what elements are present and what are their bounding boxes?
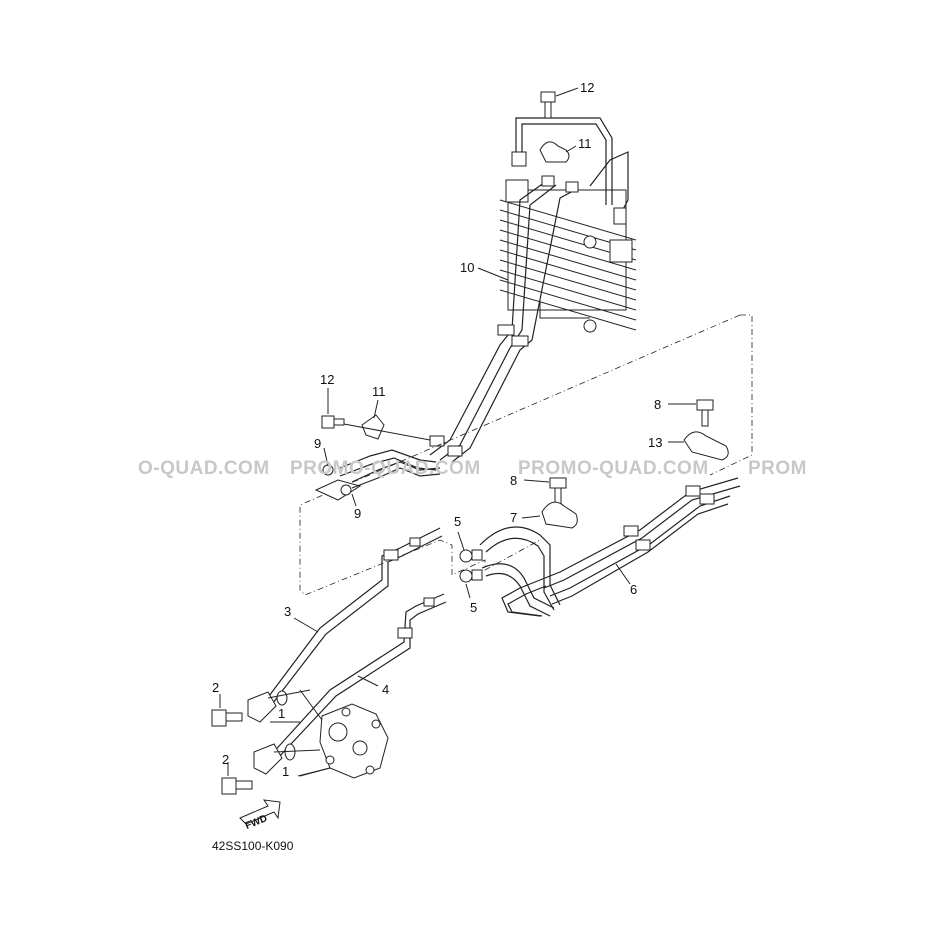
pipe-6 <box>539 477 741 605</box>
callout-6: 6 <box>630 582 637 597</box>
callout-9-top: 9 <box>314 436 321 451</box>
lower-fitting-top <box>247 689 311 723</box>
callout-5-top: 5 <box>454 514 461 529</box>
callout-11-left: 11 <box>372 384 386 399</box>
clamp-13 <box>668 431 729 461</box>
watermark-right: PROMO-QUAD.COM <box>518 458 709 479</box>
callout-5-bottom: 5 <box>470 600 477 615</box>
callout-3: 3 <box>284 604 291 619</box>
callout-12-left: 12 <box>320 372 334 387</box>
mid-hose-bundle <box>457 526 561 617</box>
callout-7: 7 <box>510 510 517 525</box>
callout-2-top: 2 <box>212 680 219 695</box>
callout-11-top: 11 <box>578 136 592 151</box>
bolt-8-middle <box>523 477 567 507</box>
bolt-2-bottom <box>221 762 253 795</box>
watermark-edge: PROM <box>748 458 807 479</box>
engine-port-housing <box>299 689 389 779</box>
pipe-4 <box>269 593 447 761</box>
callout-4: 4 <box>382 682 389 697</box>
callout-2-bottom: 2 <box>222 752 229 767</box>
diagram-code: 42SS100-K090 <box>212 839 294 853</box>
callout-13: 13 <box>648 435 662 450</box>
callout-1-bottom: 1 <box>282 764 289 779</box>
assembly-boundary <box>299 314 741 596</box>
bolt-12-top <box>540 87 579 119</box>
callout-10: 10 <box>460 260 474 275</box>
callout-8-middle: 8 <box>510 473 517 488</box>
watermark-center: PROMO-QUAD.COM <box>290 458 481 479</box>
callout-8-right: 8 <box>654 397 661 412</box>
callout-9-bottom: 9 <box>354 506 361 521</box>
callout-1-top: 1 <box>278 706 285 721</box>
fwd-arrow-icon: FWD <box>239 799 281 832</box>
pipe-3 <box>259 527 443 713</box>
watermark-left: O-QUAD.COM <box>138 458 270 479</box>
watermarks: O-QUAD.COM PROMO-QUAD.COM PROMO-QUAD.COM… <box>138 458 807 479</box>
left-fitting-group <box>314 414 441 507</box>
oil-cooler <box>499 179 637 333</box>
clamp-7 <box>521 501 578 529</box>
clamp-11-top <box>539 141 577 163</box>
cooler-pipe-10 <box>429 117 629 463</box>
callout-12-top: 12 <box>580 80 594 95</box>
bolt-8-right <box>668 399 714 427</box>
callouts: 12 11 10 12 11 9 9 8 13 8 7 5 5 6 3 4 2 … <box>212 80 662 779</box>
assembly-boundary-right <box>709 314 753 476</box>
bolt-2-top <box>211 694 243 727</box>
